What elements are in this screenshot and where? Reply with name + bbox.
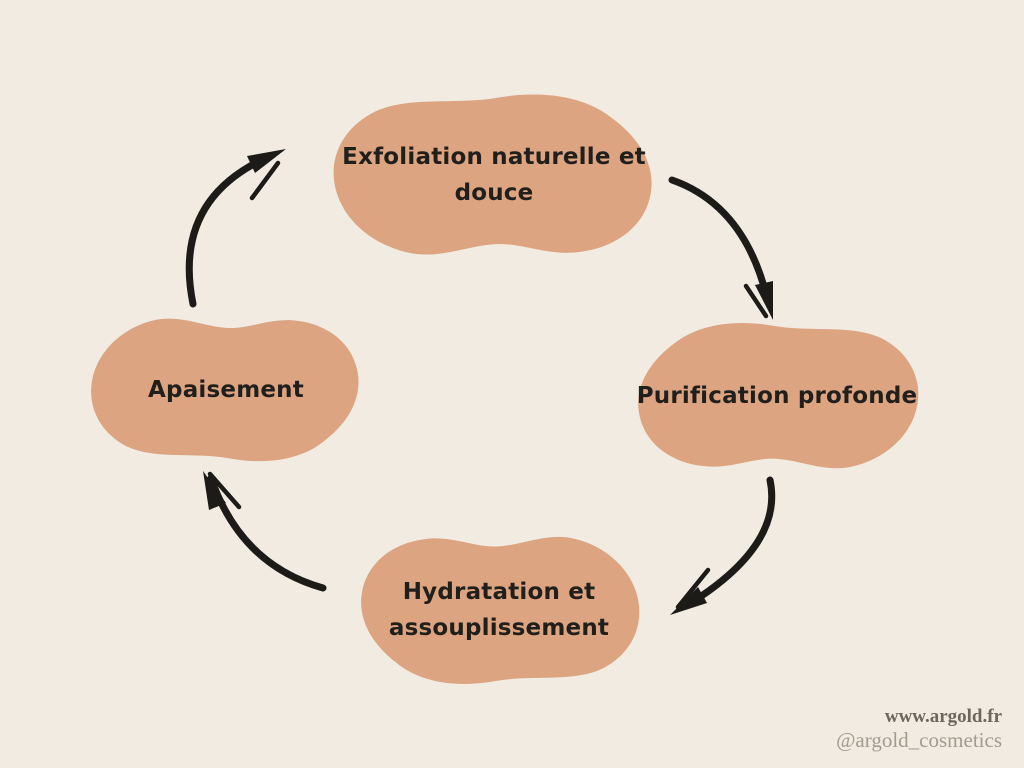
arrow-exfoliation-to-purification-icon <box>668 176 773 320</box>
arrow-purification-to-hydratation-icon <box>670 476 776 615</box>
arrow-hydratation-to-apaisement-icon <box>203 471 327 592</box>
website-url: www.argold.fr <box>884 706 1002 727</box>
arrow-apaisement-to-exfoliation-icon <box>185 149 286 308</box>
node-label-line: Exfoliation naturelle et <box>342 144 646 170</box>
footer-credits: www.argold.fr @argold_cosmetics <box>836 705 1002 752</box>
blob-shape <box>638 322 919 469</box>
node-label-line: Hydratation et <box>402 579 596 605</box>
node-label-line: Apaisement <box>148 376 304 403</box>
node-label-line: douce <box>454 180 534 206</box>
cycle-node-hydratation: Hydratation et assouplissement <box>345 530 653 690</box>
instagram-handle: @argold_cosmetics <box>836 728 1002 752</box>
blob-shape <box>91 318 359 462</box>
node-label-purification: Purification profonde <box>637 378 918 414</box>
node-label-line: Purification profonde <box>636 383 918 409</box>
node-label-apaisement: Apaisement <box>148 372 304 408</box>
cycle-node-exfoliation: Exfoliation naturelle et douce <box>318 88 670 262</box>
cycle-node-purification: Purification profonde <box>622 317 932 475</box>
blob-shape <box>361 536 640 684</box>
blob-shape <box>333 94 652 255</box>
node-label-hydratation: Hydratation et assouplissement <box>389 574 609 646</box>
node-label-line: assouplissement <box>388 615 610 641</box>
cycle-node-apaisement: Apaisement <box>78 312 374 467</box>
node-label-exfoliation: Exfoliation naturelle et douce <box>342 139 646 211</box>
